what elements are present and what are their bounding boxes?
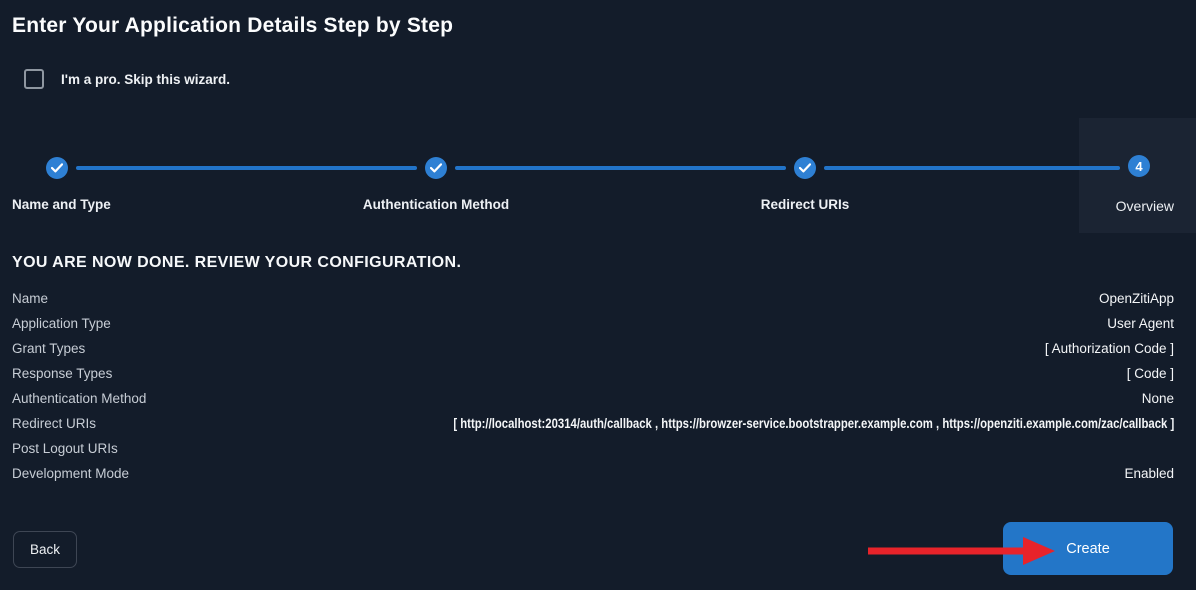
check-icon: [430, 163, 442, 173]
stepper-connector: [824, 166, 1120, 170]
step-label-authentication-method: Authentication Method: [362, 197, 510, 212]
review-row-value: OpenZitiApp: [1098, 291, 1174, 306]
review-row-label: Development Mode: [12, 466, 130, 481]
review-row-authentication-method: Authentication Method None: [12, 386, 1174, 411]
stepper-connector: [455, 166, 786, 170]
page-title: Enter Your Application Details Step by S…: [12, 14, 454, 37]
review-row-development-mode: Development Mode Enabled: [12, 461, 1174, 486]
step-indicator-name-and-type[interactable]: [46, 157, 68, 179]
step-label-name-and-type: Name and Type: [12, 197, 111, 212]
stepper-connector: [76, 166, 417, 170]
step-indicator-overview[interactable]: 4: [1128, 155, 1150, 177]
skip-wizard-checkbox[interactable]: [24, 69, 44, 89]
review-rows: Name OpenZitiApp Application Type User A…: [12, 286, 1174, 486]
review-row-label: Grant Types: [12, 341, 86, 356]
review-row-value: [ Authorization Code ]: [1044, 341, 1174, 356]
review-row-label: Application Type: [12, 316, 111, 331]
skip-wizard-option: I'm a pro. Skip this wizard.: [24, 69, 230, 89]
review-row-value: Enabled: [1124, 466, 1174, 481]
check-icon: [799, 163, 811, 173]
check-icon: [51, 163, 63, 173]
skip-wizard-label: I'm a pro. Skip this wizard.: [61, 71, 230, 87]
step-indicator-redirect-uris[interactable]: [794, 157, 816, 179]
review-row-grant-types: Grant Types [ Authorization Code ]: [12, 336, 1174, 361]
step-indicator-authentication-method[interactable]: [425, 157, 447, 179]
review-row-value: None: [1141, 391, 1174, 406]
review-row-redirect-uris: Redirect URIs [ http://localhost:20314/a…: [12, 411, 1174, 436]
step-number: 4: [1135, 158, 1143, 174]
review-row-post-logout-uris: Post Logout URIs: [12, 436, 1174, 461]
create-button[interactable]: Create: [1003, 522, 1173, 575]
review-heading: YOU ARE NOW DONE. REVIEW YOUR CONFIGURAT…: [12, 254, 462, 271]
step-label-redirect-uris: Redirect URIs: [760, 197, 850, 212]
step-label-overview: Overview: [1115, 198, 1174, 214]
review-row-label: Authentication Method: [12, 391, 147, 406]
review-row-application-type: Application Type User Agent: [12, 311, 1174, 336]
back-button[interactable]: Back: [13, 531, 77, 568]
review-row-value: [ http://localhost:20314/auth/callback ,…: [453, 416, 1174, 431]
review-row-label: Response Types: [12, 366, 113, 381]
review-row-label: Redirect URIs: [12, 416, 97, 431]
review-row-response-types: Response Types [ Code ]: [12, 361, 1174, 386]
review-row-value: User Agent: [1107, 316, 1174, 331]
review-row-label: Name: [12, 291, 49, 306]
review-row-name: Name OpenZitiApp: [12, 286, 1174, 311]
review-row-label: Post Logout URIs: [12, 441, 118, 456]
review-row-value: [ Code ]: [1126, 366, 1174, 381]
